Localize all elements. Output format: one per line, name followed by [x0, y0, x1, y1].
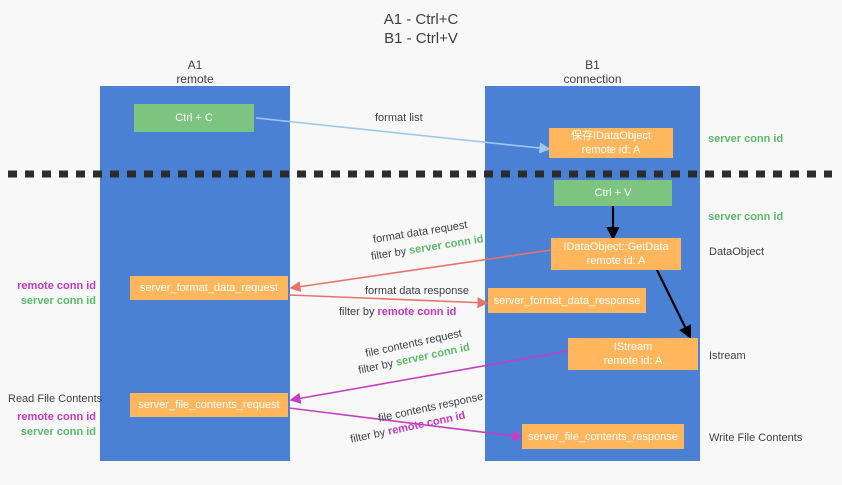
right-label-server-conn-id-mid: server conn id — [708, 211, 784, 223]
edge-label-format-list: format list — [375, 112, 423, 124]
filter-key-remote-conn-id: remote conn id — [377, 306, 457, 318]
right-label-dataobject: DataObject — [709, 246, 765, 258]
edge-label-format-data-response-filter: filter by remote conn id — [339, 305, 456, 319]
left-label-remote-conn-id: remote conn id — [17, 280, 96, 292]
box-server-format-data-request[interactable]: server_format_data_request — [130, 276, 288, 300]
box-ctrl-c[interactable]: Ctrl + C — [134, 104, 254, 132]
box-server-format-data-response[interactable]: server_format_data_response — [488, 288, 646, 313]
lane-header-b1: B1 connection — [563, 58, 622, 86]
right-label-istream: Istream — [709, 350, 746, 362]
right-label-server-conn-id-top: server conn id — [708, 133, 784, 145]
box-getdata[interactable]: IDataObject::GetData remote id: A — [551, 238, 681, 270]
left-label-server-conn-id: server conn id — [20, 295, 96, 307]
filter-prefix: filter by — [339, 306, 378, 318]
box-istream[interactable]: IStream remote id: A — [568, 338, 698, 370]
edge-label-format-data-response: format data response — [365, 285, 469, 297]
left-conn-ids-format: remote conn id server conn id — [8, 279, 96, 309]
diagram-title: A1 - Ctrl+C B1 - Ctrl+V — [383, 11, 459, 47]
box-save-idataobject[interactable]: 保存IDataObject remote id: A — [549, 128, 673, 158]
filter-prefix: filter by — [357, 356, 398, 377]
left-conn-ids-file: remote conn id server conn id — [8, 410, 96, 440]
box-server-file-contents-request[interactable]: server_file_contents_request — [130, 393, 288, 417]
box-server-file-contents-response[interactable]: server_file_contents_response — [522, 424, 684, 449]
filter-prefix: filter by — [370, 244, 411, 263]
filter-prefix: filter by — [349, 425, 390, 446]
box-ctrl-v[interactable]: Ctrl + V — [554, 180, 672, 206]
lane-header-a1: A1 remote — [176, 58, 214, 86]
left-label-remote-conn-id: remote conn id — [17, 411, 96, 423]
left-label-read-file-contents: Read File Contents — [8, 393, 103, 405]
right-label-write-file-contents: Write File Contents — [709, 432, 803, 444]
left-label-server-conn-id: server conn id — [20, 426, 96, 438]
